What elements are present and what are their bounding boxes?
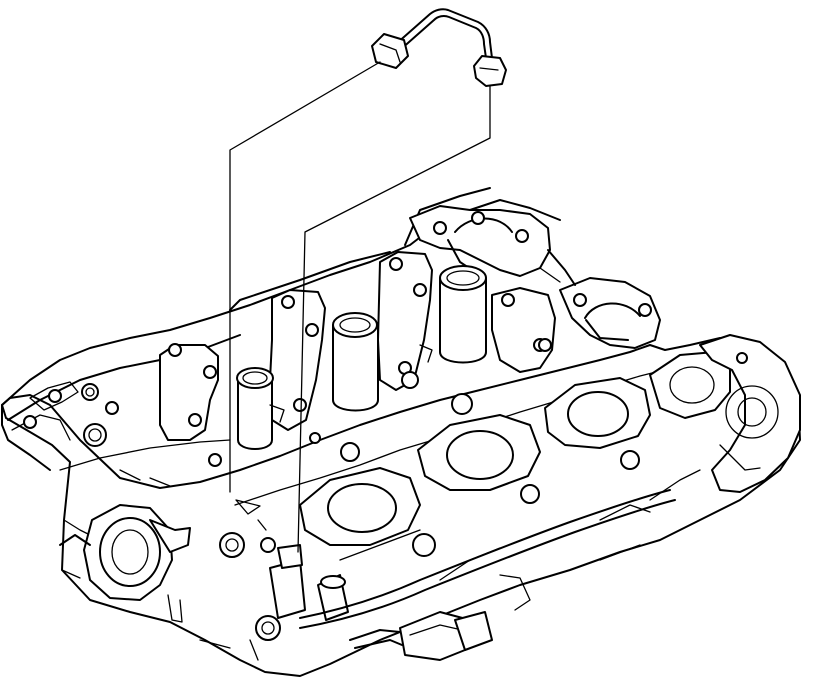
tube-nut-left	[371, 33, 409, 69]
fuel-pump-mount	[59, 504, 191, 623]
bolts	[208, 338, 640, 641]
cylinder-head-front-end	[1, 381, 119, 579]
plug-tubes	[236, 265, 487, 450]
intake-ports	[299, 351, 731, 546]
fuel-pressure-sensor	[269, 544, 349, 621]
wiring-harness	[299, 489, 676, 661]
fuel-feed-tube	[395, 8, 493, 59]
casting-details	[119, 344, 641, 661]
tube-nut-right	[473, 55, 507, 87]
assembly-leader-lines	[229, 61, 491, 553]
rear-camshaft-caps	[409, 205, 661, 349]
rear-housing	[649, 334, 801, 501]
